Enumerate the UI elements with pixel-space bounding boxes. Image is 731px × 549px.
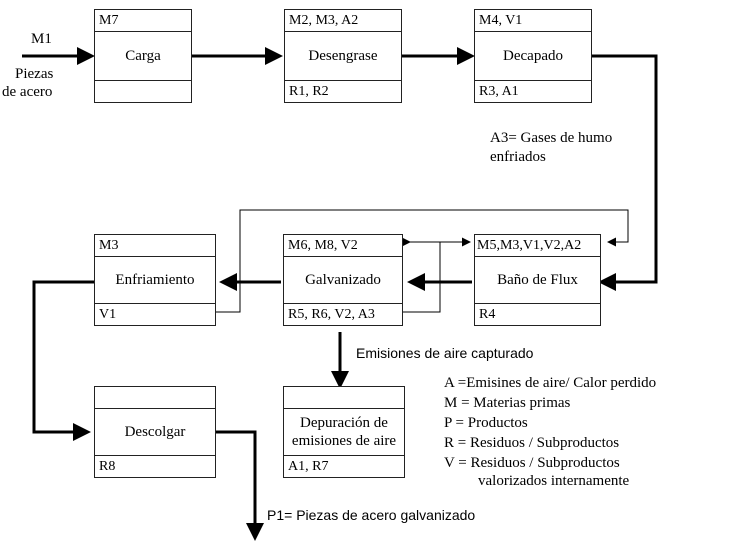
a3-label-line1: A3= Gases de humo	[490, 130, 613, 146]
flux-outputs: R4	[475, 303, 600, 325]
legend-m: M = Materias primas	[444, 395, 571, 411]
process-box-decapado: M4, V1 Decapado R3, A1	[474, 9, 592, 103]
a3-label-line2: enfriados	[490, 149, 546, 165]
process-box-carga: M7 Carga	[94, 9, 192, 103]
input-m1-label: M1	[31, 31, 52, 47]
legend-v: V = Residuos / Subproductos	[444, 455, 620, 471]
arrow-decapado-flux	[592, 54, 658, 291]
galvanizado-title: Galvanizado	[305, 272, 381, 288]
carga-title: Carga	[125, 48, 161, 64]
desengrase-inputs: M2, M3, A2	[285, 10, 401, 32]
descolgar-outputs: R8	[95, 455, 215, 477]
process-box-flux: M5,M3,V1,V2,A2 Baño de Flux R4	[474, 234, 601, 326]
descolgar-inputs	[95, 387, 215, 409]
descolgar-title: Descolgar	[124, 424, 186, 440]
desengrase-title: Desengrase	[308, 48, 378, 64]
depuracion-inputs	[284, 387, 404, 409]
desengrase-outputs: R1, R2	[285, 80, 401, 102]
process-box-desengrase: M2, M3, A2 Desengrase R1, R2	[284, 9, 402, 103]
process-box-enfriamiento: M3 Enfriamiento V1	[94, 234, 216, 326]
galvanizado-inputs: M6, M8, V2	[284, 235, 402, 257]
arrow-enfriamiento-descolgar	[32, 280, 94, 441]
loop-galvanizado-flux-side	[403, 242, 441, 313]
process-box-depuracion: Depuración de emisiones de aire A1, R7	[283, 386, 405, 478]
arrow-descolgar-output	[216, 430, 264, 541]
p1-output-label: P1= Piezas de acero galvanizado	[267, 507, 476, 523]
decapado-inputs: M4, V1	[475, 10, 591, 32]
input-piezas-line2: de acero	[2, 84, 53, 100]
emisiones-label: Emisiones de aire capturado	[356, 345, 534, 361]
flux-title: Baño de Flux	[497, 272, 578, 288]
enfriamiento-title: Enfriamiento	[115, 272, 195, 288]
decapado-title: Decapado	[503, 48, 563, 64]
enfriamiento-outputs: V1	[95, 303, 215, 325]
process-box-galvanizado: M6, M8, V2 Galvanizado R5, R6, V2, A3	[283, 234, 403, 326]
input-piezas-line1: Piezas	[15, 66, 54, 82]
legend-v-cont: valorizados internamente	[478, 473, 630, 489]
depuracion-title: Depuración de emisiones de aire	[291, 415, 397, 449]
legend-a: A =Emisines de aire/ Calor perdido	[444, 375, 657, 391]
process-box-descolgar: Descolgar R8	[94, 386, 216, 478]
depuracion-outputs: A1, R7	[284, 455, 404, 477]
enfriamiento-inputs: M3	[95, 235, 215, 257]
decapado-outputs: R3, A1	[475, 80, 591, 102]
legend-r: R = Residuos / Subproductos	[444, 435, 620, 451]
legend-p: P = Productos	[444, 415, 528, 431]
carga-inputs: M7	[95, 10, 191, 32]
carga-outputs	[95, 80, 191, 102]
flux-inputs: M5,M3,V1,V2,A2	[475, 235, 600, 257]
loop-enfriamiento-flux	[216, 209, 629, 313]
galvanizado-outputs: R5, R6, V2, A3	[284, 303, 402, 325]
